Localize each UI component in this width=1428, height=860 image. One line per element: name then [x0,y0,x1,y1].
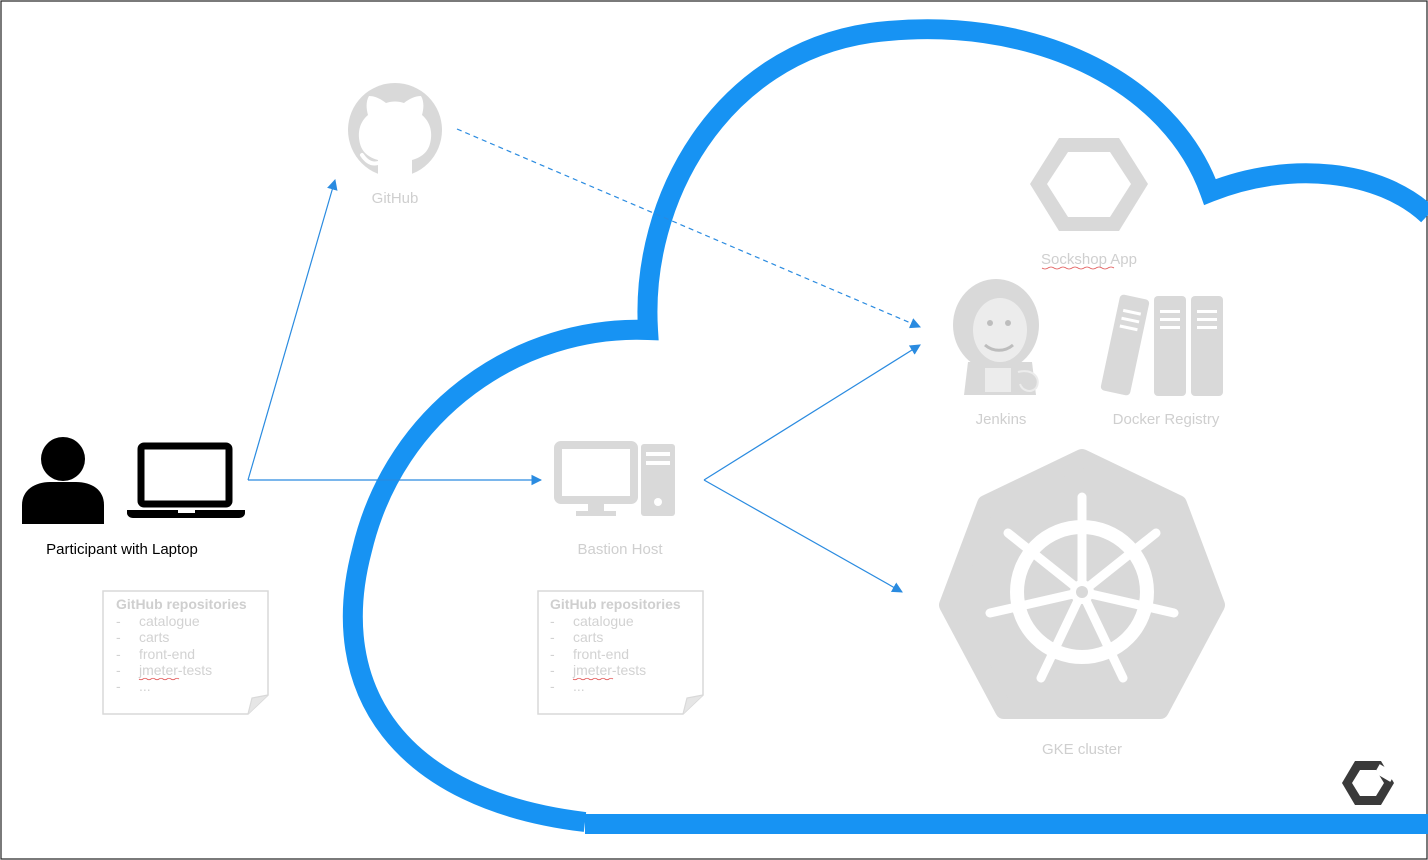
participant-label: Participant with Laptop [46,541,198,558]
spellcheck-underline [138,677,180,681]
bullet: - [550,646,555,662]
bullet: - [116,629,121,645]
spellcheck-underline [572,677,614,681]
note-item: carts [573,629,603,645]
bastion-node: Bastion Host [554,441,675,558]
arrow-github-to-jenkins [456,128,921,329]
note-item: catalogue [573,613,634,629]
google-cloud-icon [1342,761,1396,805]
note-title: GitHub repositories [550,596,681,612]
bullet: - [116,678,121,694]
laptop-icon [127,442,245,518]
kubernetes-icon [939,449,1225,719]
bullet: - [116,646,121,662]
bullet: - [550,678,555,694]
bullet: - [550,613,555,629]
bullet: - [116,613,121,629]
github-node: GitHub [348,83,442,207]
desktop-computer-icon [554,441,675,516]
bastion-label: Bastion Host [577,541,663,558]
note-item: front-end [139,646,195,662]
cloud-bottom-edge [585,814,1428,834]
note-item: ... [139,678,151,694]
note-item: ... [573,678,585,694]
note-item: catalogue [139,613,200,629]
note-item: carts [139,629,169,645]
repo-note-bastion: GitHub repositories - catalogue - carts … [537,590,704,715]
gke-label: GKE cluster [1042,741,1122,758]
spellcheck-underline [1041,266,1115,270]
participant: Participant with Laptop [22,437,245,558]
arrow-bastion-to-gke [703,479,903,593]
jenkins-node: Jenkins [953,279,1039,428]
arrow-laptop-to-github [247,178,338,481]
bullet: - [550,662,555,678]
bullet: - [550,629,555,645]
gke-node: GKE cluster [939,449,1225,758]
person-icon [22,437,104,524]
cloud-outline [342,19,1428,832]
note-item: jmeter-tests [572,662,646,678]
note-item: jmeter-tests [138,662,212,678]
sockshop-node: Sockshop App [1030,138,1148,270]
github-icon [348,83,442,178]
note-title: GitHub repositories [116,596,247,612]
docker-registry-node: Docker Registry [1100,294,1223,428]
note-item: front-end [573,646,629,662]
sockshop-label: Sockshop App [1041,251,1137,268]
binders-icon [1100,294,1223,396]
connections [247,128,921,593]
github-label: GitHub [372,190,419,207]
repo-note-left: GitHub repositories - catalogue - carts … [102,590,269,715]
bullet: - [116,662,121,678]
docker-registry-label: Docker Registry [1113,411,1220,428]
jenkins-icon [953,279,1039,395]
jenkins-label: Jenkins [976,411,1027,428]
arrow-bastion-to-jenkins [703,344,921,481]
